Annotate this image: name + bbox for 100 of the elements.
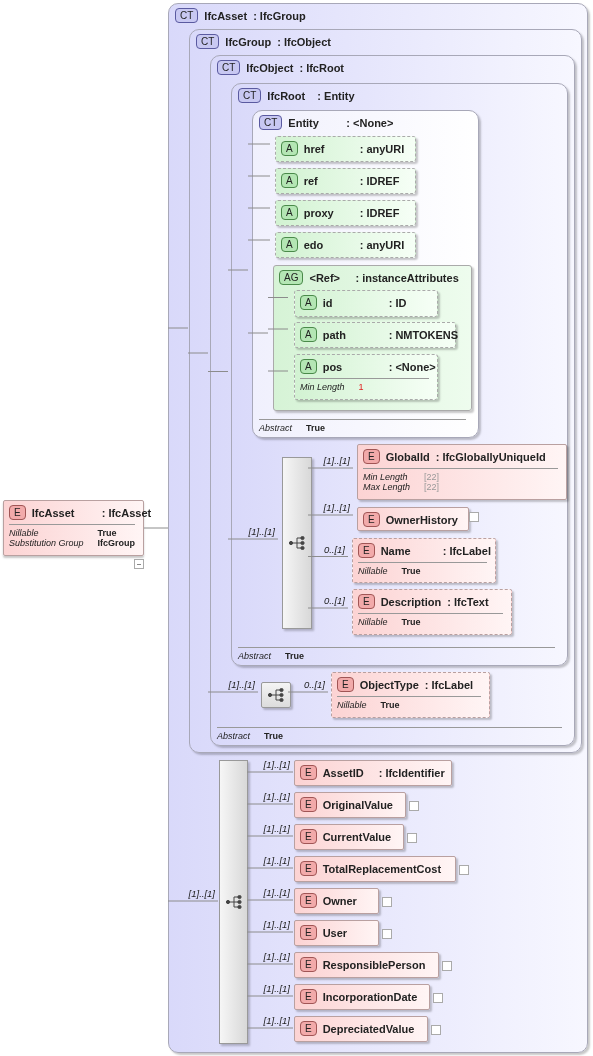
element-name: AssetID bbox=[322, 766, 365, 779]
attribute-box bbox=[294, 354, 438, 400]
element-name: IfcAsset bbox=[204, 9, 248, 22]
complex-type-badge: CT bbox=[217, 60, 241, 75]
connector-line bbox=[246, 995, 294, 997]
connector-line bbox=[247, 175, 271, 177]
attribute-badge: A bbox=[281, 237, 298, 252]
element-name: IncorporationDate bbox=[322, 990, 418, 1003]
complex-type-box bbox=[168, 3, 588, 1053]
element-name: IfcObject bbox=[246, 61, 294, 74]
element-name: Entity bbox=[288, 116, 320, 129]
property-label: Min Length bbox=[300, 382, 345, 392]
type-name: : IDREF bbox=[359, 206, 400, 219]
property-label: Abstract bbox=[238, 651, 271, 661]
element-badge: E bbox=[300, 1021, 317, 1036]
element-box bbox=[352, 589, 512, 635]
attribute-box bbox=[275, 200, 416, 226]
attribute-box bbox=[294, 290, 438, 317]
connector-line bbox=[246, 1027, 294, 1029]
complex-type-box bbox=[252, 110, 479, 438]
element-name: DepreciatedValue bbox=[322, 1022, 415, 1035]
element-badge: E bbox=[337, 677, 354, 692]
type-name: : <None> bbox=[346, 116, 394, 129]
element-name: Name bbox=[380, 544, 412, 557]
type-name: : IfcGroup bbox=[253, 9, 306, 22]
element-badge: E bbox=[358, 543, 375, 558]
connector-line bbox=[207, 691, 259, 693]
type-name: : IfcAsset bbox=[101, 506, 152, 519]
property-value: True bbox=[285, 651, 306, 661]
connector-line bbox=[267, 370, 289, 372]
connector-line bbox=[246, 803, 294, 805]
type-name: : IfcIdentifier bbox=[378, 766, 445, 779]
type-name: : instanceAttributes bbox=[355, 271, 459, 284]
attribute-box bbox=[275, 136, 416, 162]
type-name: : IfcText bbox=[447, 595, 489, 608]
element-name: IfcGroup bbox=[225, 35, 272, 48]
element-box bbox=[294, 792, 406, 818]
type-name: : anyURI bbox=[359, 142, 405, 155]
element-name: OriginalValue bbox=[322, 798, 393, 811]
connector-line bbox=[246, 931, 294, 933]
cardinality-label: [1]..[1] bbox=[263, 791, 290, 802]
attribute-group-box bbox=[273, 265, 472, 411]
cardinality-label: [1]..[1] bbox=[263, 983, 290, 994]
connector-line bbox=[287, 691, 329, 693]
element-name: ObjectType bbox=[359, 678, 419, 691]
attribute-badge: A bbox=[281, 141, 298, 156]
type-name: : IfcLabel bbox=[442, 544, 491, 557]
property-value: True bbox=[264, 731, 285, 741]
cardinality-label: [1]..[1] bbox=[248, 526, 275, 537]
connector-line bbox=[247, 239, 271, 241]
property-value: IfcGroup bbox=[97, 538, 136, 548]
property-label: Substitution Group bbox=[9, 538, 84, 548]
element-name: User bbox=[322, 926, 348, 939]
type-name: : IfcRoot bbox=[299, 61, 345, 74]
element-badge: E bbox=[363, 512, 380, 527]
attribute-box bbox=[294, 322, 456, 348]
type-name: : NMTOKENS bbox=[388, 328, 459, 341]
element-badge: E bbox=[300, 957, 317, 972]
attribute-box bbox=[275, 168, 416, 194]
property-label: Abstract bbox=[217, 731, 250, 741]
type-name: : Entity bbox=[317, 89, 355, 102]
element-name: href bbox=[303, 142, 326, 155]
element-box bbox=[331, 672, 490, 718]
connector-line bbox=[207, 371, 229, 372]
element-name: pos bbox=[322, 360, 344, 373]
element-name: path bbox=[322, 328, 347, 341]
element-name: ResponsiblePerson bbox=[322, 958, 426, 971]
element-box bbox=[294, 824, 404, 850]
connector-line bbox=[267, 328, 289, 330]
property-label: Max Length bbox=[363, 482, 411, 492]
connector-line bbox=[307, 607, 349, 609]
element-badge: E bbox=[300, 829, 317, 844]
connector-line bbox=[307, 467, 354, 469]
element-badge: E bbox=[300, 925, 317, 940]
element-box bbox=[357, 507, 469, 531]
element-box bbox=[294, 984, 430, 1010]
property-label: Nillable bbox=[337, 700, 367, 710]
type-name: : ID bbox=[388, 296, 407, 309]
element-box bbox=[294, 888, 379, 914]
element-badge: E bbox=[363, 449, 380, 464]
cardinality-label: 0..[1] bbox=[323, 543, 345, 555]
property-label: Abstract bbox=[259, 423, 292, 433]
element-box bbox=[294, 760, 452, 786]
connector-line bbox=[247, 332, 269, 334]
element-badge: E bbox=[300, 765, 317, 780]
element-name: id bbox=[322, 296, 334, 309]
element-name: edo bbox=[303, 238, 325, 251]
element-name: ref bbox=[303, 174, 319, 187]
connector-line bbox=[246, 899, 294, 901]
element-box bbox=[294, 920, 379, 946]
type-name: : anyURI bbox=[359, 238, 405, 251]
connector-line bbox=[247, 143, 271, 145]
attribute-badge: A bbox=[300, 295, 317, 310]
connector-line bbox=[246, 771, 294, 773]
connector-line bbox=[167, 327, 189, 329]
sequence-box bbox=[261, 682, 291, 708]
cardinality-label: [1]..[1] bbox=[323, 455, 350, 466]
element-badge: E bbox=[300, 861, 317, 876]
sequence-bar bbox=[219, 760, 248, 1044]
type-name: : IfcObject bbox=[277, 35, 331, 48]
